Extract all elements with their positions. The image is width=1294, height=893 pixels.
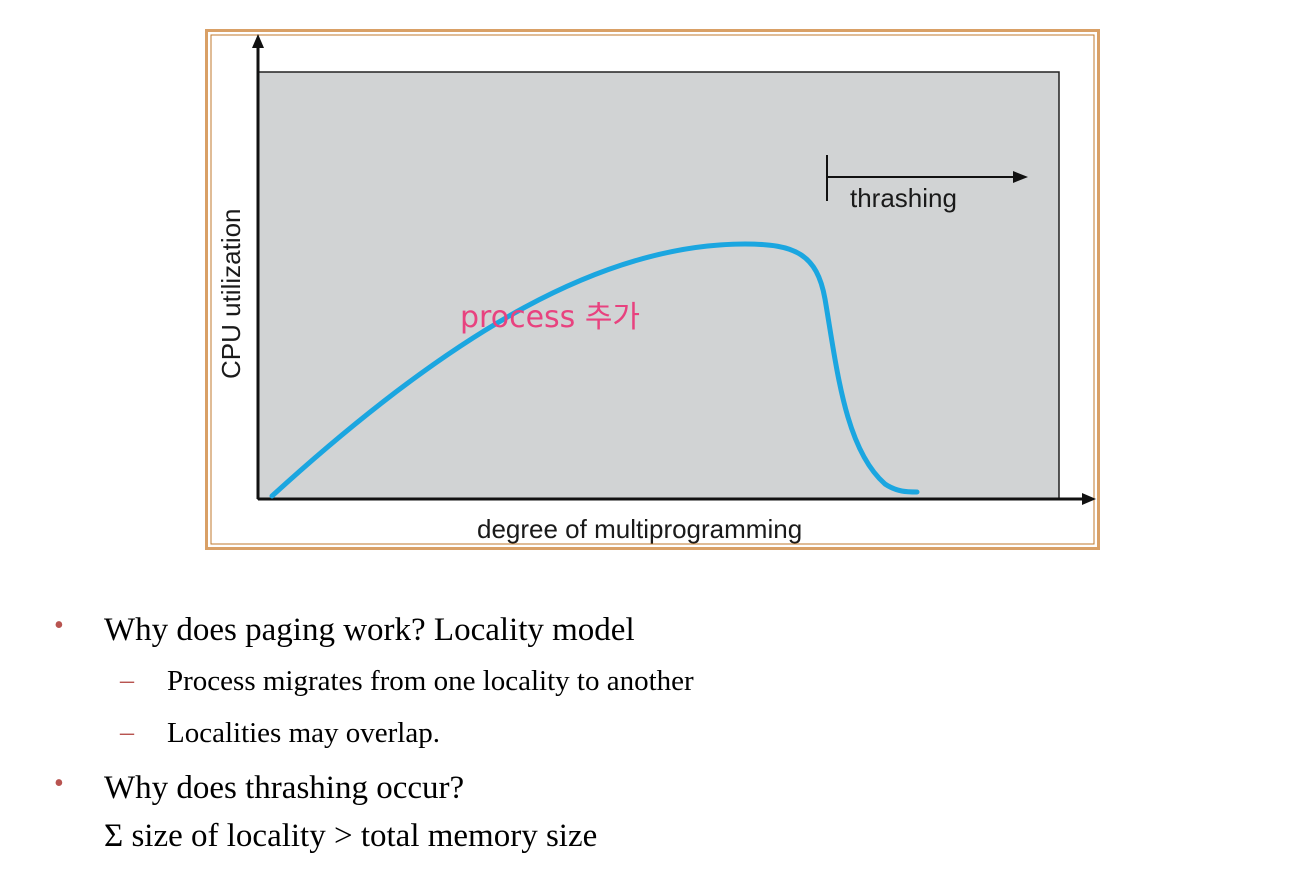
x-axis-arrowhead	[1082, 493, 1096, 505]
bullet-marker: •	[54, 610, 64, 641]
frame-inner	[210, 34, 1095, 545]
diagram-canvas: thrashing process 추가 CPU utilization deg…	[205, 29, 1100, 550]
sub-bullet-marker: –	[120, 665, 134, 696]
bullet-list: • Why does paging work? Locality model –…	[0, 600, 1294, 880]
bullet-1-sub-1: Process migrates from one locality to an…	[167, 665, 694, 697]
thrashing-arrowhead	[1013, 171, 1028, 183]
handwritten-note: process 추가	[460, 300, 640, 335]
sub-bullet-marker: –	[120, 717, 134, 748]
thrashing-label: thrashing	[850, 183, 957, 213]
bullet-1-sub-2: Localities may overlap.	[167, 717, 440, 749]
bullet-marker: •	[54, 768, 64, 799]
thrashing-diagram: thrashing process 추가 CPU utilization deg…	[205, 29, 1100, 550]
x-axis-label: degree of multiprogramming	[477, 514, 802, 544]
cpu-utilization-curve	[269, 241, 920, 499]
y-axis-label: CPU utilization	[216, 208, 246, 379]
y-axis-arrowhead	[252, 34, 264, 48]
bullet-2-continuation: Σ size of locality > total memory size	[104, 818, 598, 854]
bullet-1-text: Why does paging work? Locality model	[104, 612, 635, 648]
bullet-2-text: Why does thrashing occur?	[104, 770, 465, 806]
plot-area	[257, 71, 1060, 500]
